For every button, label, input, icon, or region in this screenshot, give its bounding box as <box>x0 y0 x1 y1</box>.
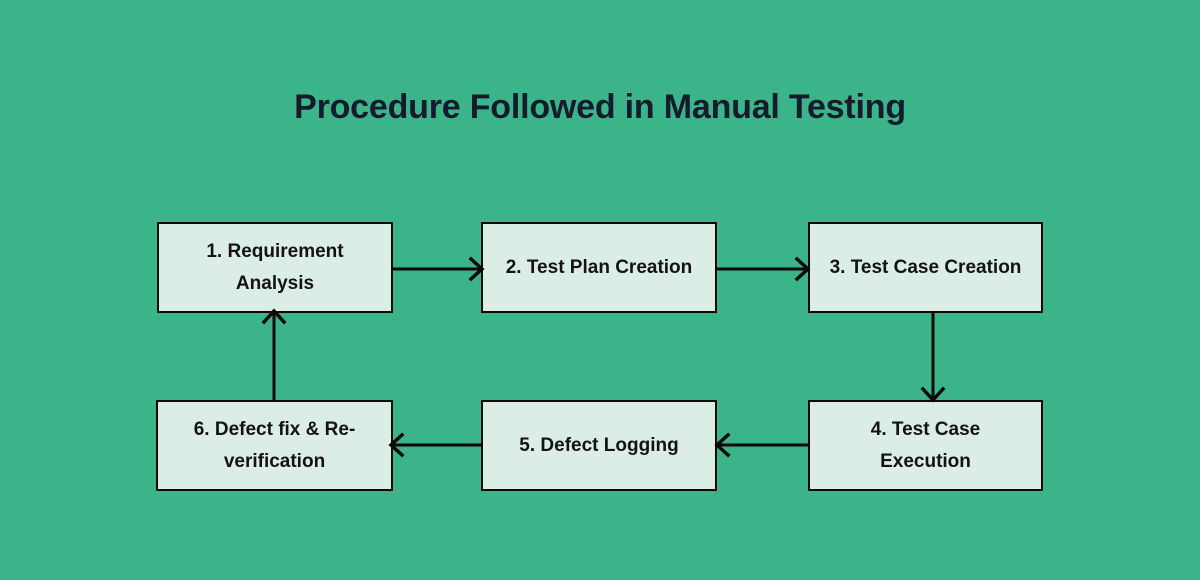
arrow-left-icon <box>714 432 808 458</box>
node-label: 1. Requirement Analysis <box>206 240 344 294</box>
page-title: Procedure Followed in Manual Testing <box>294 88 906 126</box>
arrow-right-icon <box>717 256 811 282</box>
node-label: 6. Defect fix & Re-verification <box>193 418 356 472</box>
flowchart-node-defect-logging[interactable]: 5. Defect Logging <box>481 400 717 491</box>
arrow-left-icon <box>388 432 482 458</box>
node-label: 4. Test Case Execution <box>870 418 981 472</box>
node-label: 5. Defect Logging <box>519 434 679 456</box>
flowchart-node-test-plan-creation[interactable]: 2. Test Plan Creation <box>481 222 717 313</box>
flowchart-node-defect-fix-reverification[interactable]: 6. Defect fix & Re-verification <box>156 400 393 491</box>
arrow-right-icon <box>391 256 485 282</box>
flowchart-node-test-case-execution[interactable]: 4. Test Case Execution <box>808 400 1043 491</box>
node-label: 3. Test Case Creation <box>829 256 1022 278</box>
flowchart-node-test-case-creation[interactable]: 3. Test Case Creation <box>808 222 1043 313</box>
flowchart-node-requirement-analysis[interactable]: 1. Requirement Analysis <box>157 222 393 313</box>
node-label: 2. Test Plan Creation <box>505 256 693 278</box>
arrow-down-icon <box>920 311 946 403</box>
arrow-up-icon <box>261 308 287 400</box>
